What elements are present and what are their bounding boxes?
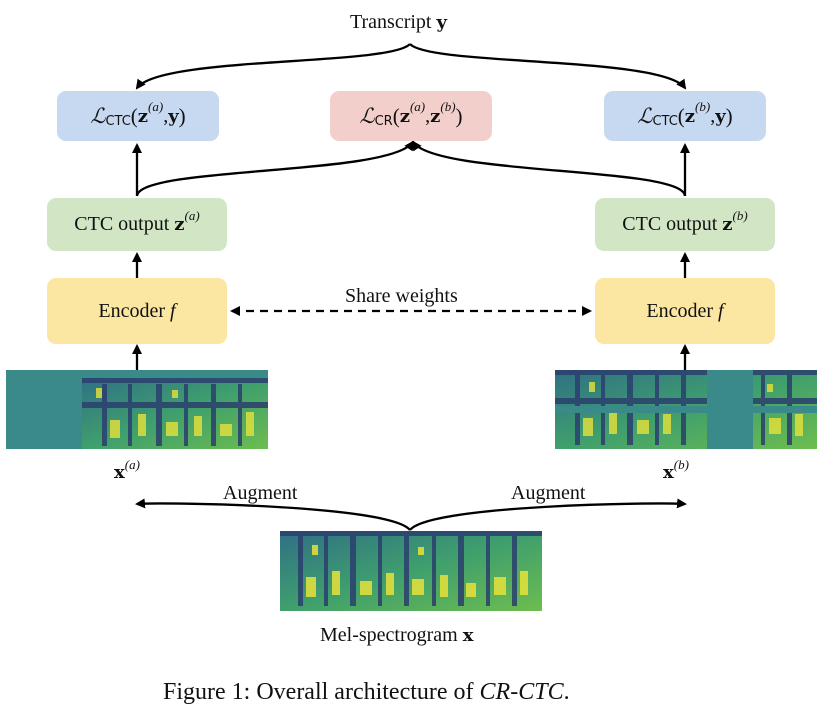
ctc-output-box-a: CTC output z(a)	[47, 198, 227, 251]
superscript: (a)	[124, 457, 140, 472]
augment-right-arrow	[409, 498, 687, 531]
y-variable: y	[168, 105, 179, 127]
figure-caption: Figure 1: Overall architecture of CR-CTC…	[163, 680, 570, 704]
augmented-spectrogram-a	[6, 370, 268, 449]
superscript: (a)	[148, 99, 164, 114]
loss-subscript: CTC	[652, 113, 678, 129]
ctc-output-box-b: CTC output z(b)	[595, 198, 775, 251]
augment-left-arrow	[135, 498, 411, 531]
z-variable: z	[430, 105, 441, 127]
mel-spectrogram	[280, 531, 542, 611]
caption-suffix: .	[563, 679, 570, 705]
paren: (	[130, 103, 138, 128]
mel-variable: x	[462, 625, 474, 646]
augment-right-label: Augment	[511, 482, 586, 504]
encoder-function: f	[170, 299, 176, 322]
superscript: (a)	[184, 207, 200, 223]
superscript: (b)	[673, 457, 689, 472]
spectrogram-a-image	[6, 370, 268, 449]
z-variable: z	[137, 105, 149, 127]
loss-subscript: CTC	[105, 113, 131, 129]
loss-symbol: ℒ	[637, 103, 653, 128]
y-variable: y	[715, 105, 726, 127]
transcript-label: Transcript y	[350, 12, 447, 32]
encoder-box-b: Encoder f	[595, 278, 775, 344]
encoder-function: f	[718, 299, 724, 322]
paren: )	[725, 103, 733, 128]
ctc-output-text: CTC output	[74, 213, 170, 235]
left-output-to-cr-loss-arrow	[135, 140, 415, 197]
caption-prefix: Figure 1: Overall architecture of	[163, 679, 480, 705]
paren: )	[178, 103, 186, 128]
comma: ,	[425, 104, 431, 127]
superscript: (b)	[695, 99, 711, 114]
paren: (	[677, 103, 685, 128]
share-weights-label: Share weights	[345, 285, 458, 307]
encoder-text: Encoder	[646, 299, 714, 322]
z-variable: z	[174, 214, 185, 235]
z-variable: z	[722, 214, 733, 235]
paren: )	[455, 103, 463, 128]
superscript: (a)	[409, 99, 426, 114]
z-variable: z	[684, 105, 696, 127]
caption-name: CR-CTC	[479, 679, 564, 705]
loss-symbol: ℒ	[359, 103, 375, 128]
transcript-text: Transcript	[350, 11, 432, 33]
z-variable: z	[399, 105, 410, 127]
mel-spectrogram-label: Mel-spectrogram x	[320, 625, 473, 645]
loss-symbol: ℒ	[90, 103, 106, 128]
x-a-label: x(a)	[114, 458, 140, 483]
ctc-output-text: CTC output	[622, 213, 718, 235]
mel-text: Mel-spectrogram	[320, 624, 458, 646]
right-output-to-cr-loss-arrow	[411, 140, 687, 197]
superscript: (b)	[732, 207, 748, 223]
comma: ,	[163, 104, 169, 127]
x-variable: x	[114, 462, 125, 483]
x-variable: x	[663, 462, 674, 483]
spectrogram-b-image	[555, 370, 817, 449]
encoder-text: Encoder	[98, 299, 166, 322]
encoder-box-a: Encoder f	[47, 278, 227, 344]
transcript-to-right-loss-arrow	[409, 43, 687, 90]
transcript-to-left-loss-arrow	[135, 43, 411, 90]
comma: ,	[710, 104, 716, 127]
paren: (	[392, 103, 400, 128]
transcript-variable: y	[436, 12, 447, 33]
superscript: (b)	[440, 99, 456, 114]
loss-subscript: CR	[374, 113, 393, 129]
mel-spectrogram-image	[280, 531, 542, 611]
augmented-spectrogram-b	[555, 370, 817, 449]
x-b-label: x(b)	[663, 458, 689, 483]
augment-left-label: Augment	[223, 482, 298, 504]
